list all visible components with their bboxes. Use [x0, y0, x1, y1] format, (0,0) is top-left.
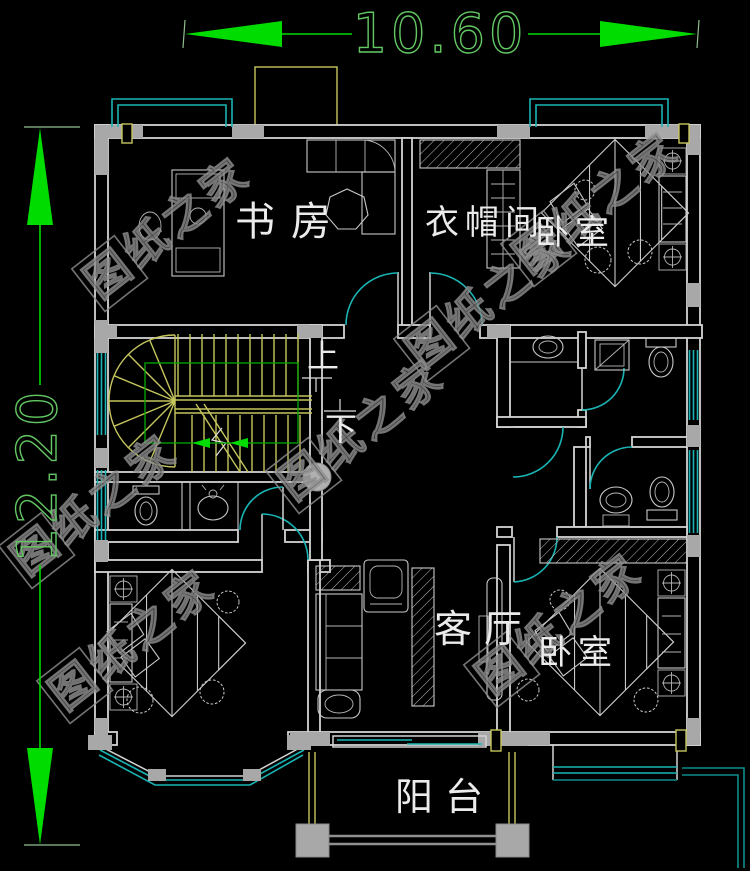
bay-window-top-left: [111, 98, 233, 127]
room-labels: 书房 衣帽间 卧室 上 下 客厅 卧室 阳台: [235, 199, 618, 819]
label-stair-down: 下: [325, 410, 357, 448]
window-left-stairwell: [96, 353, 107, 435]
stair-direction-arrow: [192, 438, 210, 448]
stair-down-leader: [324, 399, 356, 412]
door-study: [345, 272, 399, 326]
study-furniture: [138, 139, 396, 277]
door-bath-b: [589, 446, 633, 490]
staircase: [108, 334, 356, 492]
structural-column: [302, 462, 332, 492]
dimension-width-value: 10.60: [353, 2, 528, 65]
stair-guide-box: [144, 362, 299, 444]
window-right-bath-a: [688, 350, 699, 420]
balcony-structure: [295, 752, 530, 858]
dimension-top: 10.60: [182, 1, 700, 66]
dimension-left: 12.20: [5, 126, 80, 846]
living-room-furniture: [315, 559, 503, 719]
door-bath-a: [581, 367, 625, 411]
watermark-text: 图纸之家: [40, 560, 226, 721]
door-cloakroom: [429, 272, 483, 326]
watermark: 图纸之家: [264, 349, 455, 515]
dimension-arrow-left: [185, 21, 282, 47]
stair-stringer: [175, 395, 312, 473]
bathroom-b-fixtures: [599, 476, 678, 527]
window-bottom-right: [552, 745, 678, 781]
label-bedroom-top-right: 卧室: [535, 213, 615, 253]
chimney-shaft: [254, 66, 338, 128]
bathroom-under-stairs-fixtures: [132, 481, 239, 531]
label-stair-up: 上: [307, 337, 339, 375]
watermark-text: 图纸之家: [269, 350, 455, 511]
dimension-arrow-right: [600, 21, 697, 47]
pipe-top-right: [678, 123, 690, 144]
balcony-sliding-door: [332, 735, 487, 748]
pipe-bottom-right: [675, 729, 687, 752]
dimension-arrow-up: [27, 128, 53, 225]
bay-window-top-right: [529, 98, 669, 127]
bay-window-bottom-left: [88, 735, 311, 786]
bedroom-bottom-right-furniture: [516, 538, 688, 717]
door-bedroom-bottom-left: [261, 513, 309, 561]
bedroom-bottom-left-furniture: [96, 567, 247, 718]
pipe-top-left: [121, 123, 133, 144]
dimension-height-value: 12.20: [6, 388, 69, 563]
stair-up-leader: [302, 377, 332, 392]
windows: [88, 98, 745, 868]
dimension-arrow-down: [27, 748, 53, 845]
door-hall-lower: [512, 426, 564, 478]
label-study: 书房: [235, 199, 347, 245]
cloakroom-furniture: [419, 139, 521, 269]
label-bedroom-bottom-right: 卧室: [538, 633, 618, 673]
window-right-bath-b: [688, 450, 699, 533]
stair-treads-upper: [177, 334, 299, 396]
label-cloakroom: 衣帽间: [425, 203, 545, 243]
stair-direction-arrow: [230, 438, 248, 448]
label-living-room: 客厅: [434, 607, 534, 651]
pipe-bottom-middle: [490, 729, 502, 752]
balcony-column-left: [295, 823, 330, 858]
balcony-column-right: [495, 823, 530, 858]
bathroom-a-fixtures: [510, 335, 677, 378]
label-balcony: 阳台: [395, 775, 495, 819]
watermark: 图纸之家: [35, 559, 226, 725]
window-left-bathroom: [96, 470, 107, 540]
bedroom-top-right-furniture: [539, 137, 690, 288]
service-lines-bottom-right: [682, 767, 745, 868]
stair-break-mark: [210, 427, 228, 457]
